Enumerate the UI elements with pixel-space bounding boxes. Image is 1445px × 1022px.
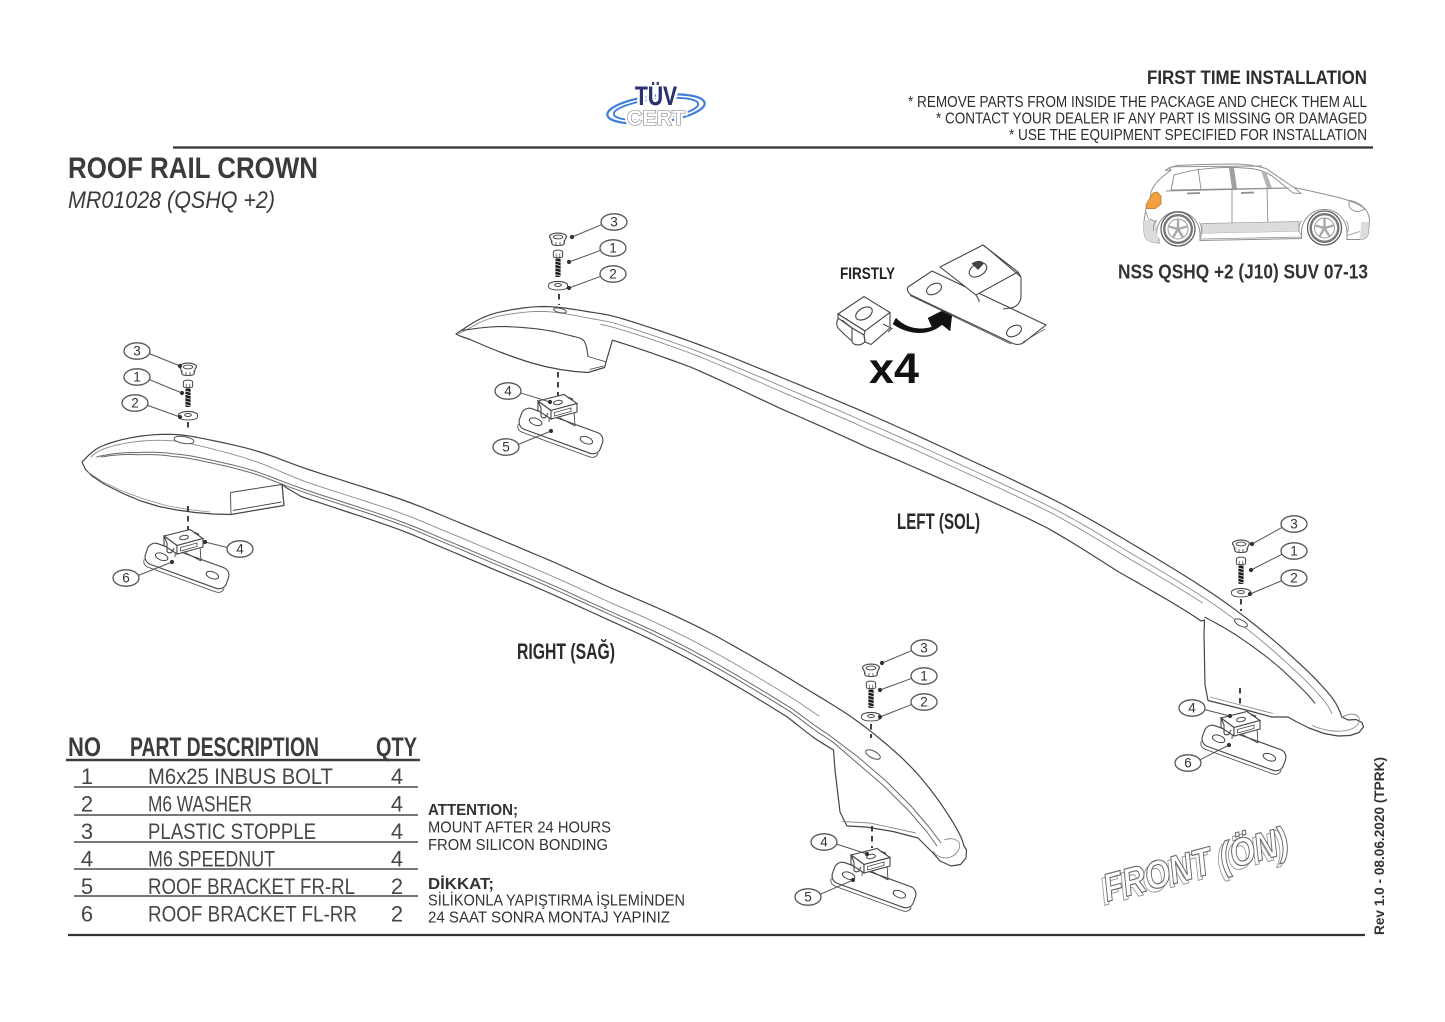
svg-text:FIRST TIME INSTALLATION: FIRST TIME INSTALLATION [1147, 67, 1367, 89]
svg-text:2: 2 [920, 695, 928, 710]
svg-text:1: 1 [1290, 544, 1298, 559]
svg-text:4: 4 [391, 764, 403, 789]
svg-text:x4: x4 [869, 345, 919, 393]
svg-text:PLASTIC STOPPLE: PLASTIC STOPPLE [148, 819, 316, 844]
svg-text:QTY: QTY [376, 732, 417, 762]
svg-text:1: 1 [133, 370, 141, 385]
svg-text:4: 4 [391, 792, 403, 817]
svg-text:2: 2 [131, 396, 139, 411]
svg-text:4: 4 [1188, 701, 1196, 716]
svg-text:3: 3 [81, 819, 93, 844]
svg-text:MR01028 (QSHQ +2): MR01028 (QSHQ +2) [68, 187, 275, 214]
svg-text:3: 3 [133, 344, 141, 359]
svg-text:1: 1 [81, 764, 93, 789]
svg-text:ATTENTION;: ATTENTION; [428, 802, 518, 819]
svg-text:NSS QSHQ +2 (J10) SUV 07-13: NSS QSHQ +2 (J10) SUV 07-13 [1118, 261, 1368, 284]
svg-text:LEFT (SOL): LEFT (SOL) [897, 509, 980, 534]
svg-text:2: 2 [609, 267, 617, 282]
svg-text:CERT: CERT [627, 107, 685, 130]
svg-text:1: 1 [609, 241, 617, 256]
svg-text:* CONTACT YOUR DEALER IF ANY P: * CONTACT YOUR DEALER IF ANY PART IS MIS… [936, 111, 1367, 128]
svg-text:PART DESCRIPTION: PART DESCRIPTION [130, 732, 319, 762]
svg-text:6: 6 [122, 571, 130, 586]
svg-text:ROOF BRACKET FL-RR: ROOF BRACKET FL-RR [148, 902, 357, 927]
svg-text:M6 SPEEDNUT: M6 SPEEDNUT [148, 847, 275, 872]
svg-text:M6x25 INBUS BOLT: M6x25 INBUS BOLT [148, 764, 333, 789]
svg-text:MOUNT AFTER 24 HOURS: MOUNT AFTER 24 HOURS [428, 820, 611, 837]
svg-text:24 SAAT SONRA MONTAJ YAPINIZ: 24 SAAT SONRA MONTAJ YAPINIZ [428, 910, 670, 927]
svg-text:2: 2 [391, 902, 403, 927]
svg-text:* USE THE EQUIPMENT SPECIFIED: * USE THE EQUIPMENT SPECIFIED FOR INSTAL… [1009, 127, 1367, 144]
svg-text:4: 4 [504, 384, 512, 399]
svg-text:2: 2 [1290, 571, 1298, 586]
svg-text:3: 3 [920, 641, 928, 656]
svg-text:FIRSTLY: FIRSTLY [840, 265, 895, 283]
svg-text:TÜV: TÜV [635, 81, 677, 111]
svg-text:4: 4 [820, 835, 828, 850]
svg-text:NO: NO [68, 732, 101, 762]
svg-text:3: 3 [1290, 517, 1298, 532]
svg-text:ROOF RAIL CROWN: ROOF RAIL CROWN [68, 152, 318, 185]
svg-text:6: 6 [1184, 756, 1192, 771]
svg-text:TÜV: TÜV [635, 81, 677, 111]
svg-text:SİLİKONLA YAPIŞTIRMA İŞLEMİNDE: SİLİKONLA YAPIŞTIRMA İŞLEMİNDEN [428, 891, 685, 910]
svg-text:ROOF BRACKET FR-RL: ROOF BRACKET FR-RL [148, 874, 355, 899]
svg-text:RIGHT (SAĞ): RIGHT (SAĞ) [517, 639, 615, 664]
svg-text:* REMOVE PARTS FROM INSIDE THE: * REMOVE PARTS FROM INSIDE THE PACKAGE A… [908, 94, 1367, 111]
svg-text:4: 4 [391, 847, 403, 872]
svg-text:M6 WASHER: M6 WASHER [148, 792, 252, 817]
svg-text:4: 4 [391, 819, 403, 844]
svg-text:2: 2 [391, 874, 403, 899]
svg-text:Rev 1.0 - 08.06.2020 (TPRK): Rev 1.0 - 08.06.2020 (TPRK) [1372, 757, 1387, 935]
svg-text:3: 3 [610, 215, 618, 230]
svg-text:5: 5 [81, 874, 93, 899]
svg-text:1: 1 [920, 669, 928, 684]
svg-text:6: 6 [81, 902, 93, 927]
svg-text:4: 4 [236, 542, 244, 557]
svg-text:4: 4 [81, 847, 93, 872]
svg-text:DİKKAT;: DİKKAT; [428, 875, 494, 893]
svg-text:CERT: CERT [627, 107, 685, 130]
svg-text:2: 2 [81, 792, 93, 817]
svg-text:FRONT (ÖN): FRONT (ÖN) [1098, 820, 1293, 911]
svg-text:5: 5 [502, 440, 510, 455]
svg-text:FROM SILICON BONDING: FROM SILICON BONDING [428, 837, 608, 854]
svg-text:5: 5 [804, 890, 812, 905]
